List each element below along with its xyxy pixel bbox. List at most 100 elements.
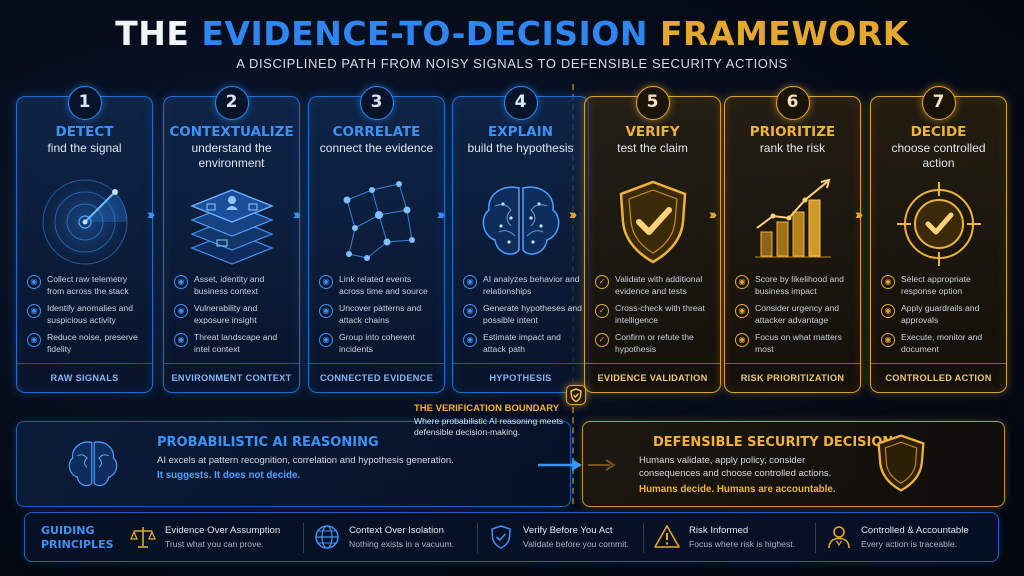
stage-footer: EVIDENCE VALIDATION	[585, 363, 720, 392]
stage-title: EXPLAIN	[488, 124, 553, 140]
bullet-icon: ◉	[319, 333, 333, 347]
bullet-icon: ◉	[463, 304, 477, 318]
bullet-icon: ◉	[735, 275, 749, 289]
principle-context-over-isolation: Context Over Isolation Nothing exists in…	[313, 522, 473, 554]
stage-bullet: ◉Asset, identity and business context	[174, 274, 293, 297]
bullet-icon: ◉	[174, 333, 188, 347]
stage-footer: RAW SIGNALS	[17, 363, 152, 392]
stage-footer: RISK PRIORITIZATION	[725, 363, 860, 392]
stage-title: DECIDE	[910, 124, 967, 140]
page-title: THE EVIDENCE-TO-DECISION FRAMEWORK	[0, 14, 1024, 53]
bullet-icon: ✓	[595, 275, 609, 289]
bullet-icon: ◉	[735, 304, 749, 318]
stage-subtitle: find the signal	[47, 141, 122, 155]
decision-panel-text: Humans validate, apply policy, consider …	[639, 455, 832, 479]
flow-arrow-icon: ›››	[855, 206, 863, 222]
stage-bullet: ◉Apply guardrails and approvals	[881, 303, 1000, 326]
principle-divider	[815, 523, 816, 553]
stage-bullet: ◉AI analyzes behavior and relationships	[463, 274, 582, 297]
stage-subtitle: understand the environment	[191, 141, 272, 170]
stage-number: 2	[214, 86, 249, 120]
stage-bullet: ◉Consider urgency and attacker advantage	[735, 303, 854, 326]
stage-card-explain: 4 EXPLAIN build the hypothesis ◉AI analy…	[452, 86, 589, 393]
shield-icon	[873, 432, 929, 494]
stage-bullet: ✓Validate with additional evidence and t…	[595, 274, 714, 297]
stage-title: PRIORITIZE	[749, 124, 836, 140]
stage-bullet: ✓Cross-check with threat intelligence	[595, 303, 714, 326]
bullet-icon: ◉	[27, 333, 41, 347]
stage-bullet: ✓Confirm or refute the hypothesis	[595, 332, 714, 355]
bar-chart-icon	[743, 170, 843, 270]
stage-bullet: ◉Score by likelihood and business impact	[735, 274, 854, 297]
title-part-2: EVIDENCE-TO-DECISION	[201, 14, 648, 53]
bullet-icon: ✓	[595, 333, 609, 347]
title-part-1: THE	[115, 14, 190, 53]
decision-panel: DEFENSIBLE SECURITY DECISIONS Humans val…	[582, 421, 1005, 507]
shield-check-icon	[487, 523, 515, 551]
stage-title: VERIFY	[625, 124, 680, 140]
stage-subtitle: connect the evidence	[319, 141, 434, 155]
stage-subtitle: rank the risk	[759, 141, 826, 155]
stage-card-contextualize: 2 CONTEXTUALIZE understand the environme…	[163, 86, 300, 393]
ai-panel-emphasis: It suggests. It does not decide.	[157, 470, 301, 481]
stage-subtitle: build the hypothesis	[467, 141, 574, 155]
layers-icon	[182, 170, 282, 270]
bullet-icon: ◉	[319, 304, 333, 318]
decision-panel-title: DEFENSIBLE SECURITY DECISIONS	[653, 435, 903, 450]
brain-icon	[471, 170, 571, 270]
principle-controlled-accountable: Controlled & Accountable Every action is…	[825, 522, 985, 554]
flow-arrow-icon: ›››	[293, 206, 301, 222]
stage-card-verify: 5 VERIFY test the claim ✓Validate with a…	[584, 86, 721, 393]
stage-title: CORRELATE	[332, 124, 421, 140]
bullet-icon: ◉	[174, 304, 188, 318]
principle-divider	[477, 523, 478, 553]
stage-footer: ENVIRONMENT CONTEXT	[164, 363, 299, 392]
stage-footer: CONNECTED EVIDENCE	[309, 363, 444, 392]
person-icon	[825, 523, 853, 551]
stage-bullet: ◉Focus on what matters most	[735, 332, 854, 355]
stage-bullet: ◉Estimate impact and attack path	[463, 332, 582, 355]
bullet-icon: ✓	[595, 304, 609, 318]
bullet-icon: ◉	[881, 333, 895, 347]
bullet-icon: ◉	[881, 275, 895, 289]
target-check-icon	[889, 170, 989, 270]
flow-arrow-icon: ›››	[569, 206, 577, 222]
verification-boundary-badge	[566, 385, 586, 405]
decision-panel-emphasis: Humans decide. Humans are accountable.	[639, 484, 836, 495]
stage-footer: HYPOTHESIS	[453, 363, 588, 392]
stage-card-detect: 1 DETECT find the signal ◉Collect raw te…	[16, 86, 153, 393]
stage-number: 6	[775, 86, 810, 120]
stage-title: DETECT	[55, 124, 114, 140]
stage-title: CONTEXTUALIZE	[169, 124, 294, 140]
stage-card-prioritize: 6 PRIORITIZE rank the risk ◉Score by lik…	[724, 86, 861, 393]
flow-arrow-icon: ›››	[437, 206, 445, 222]
bullet-icon: ◉	[881, 304, 895, 318]
radar-icon	[35, 170, 135, 270]
flow-arrow-icon: ›››	[147, 206, 155, 222]
stage-bullet: ◉Generate hypotheses and possible intent	[463, 303, 582, 326]
stage-bullet: ◉Execute, monitor and document	[881, 332, 1000, 355]
bullet-icon: ◉	[27, 304, 41, 318]
stage-card-correlate: 3 CORRELATE connect the evidence ◉Link r…	[308, 86, 445, 393]
scales-icon	[129, 523, 157, 551]
stage-number: 1	[67, 86, 102, 120]
bullet-icon: ◉	[174, 275, 188, 289]
bullet-icon: ◉	[463, 275, 477, 289]
principle-divider	[303, 523, 304, 553]
boundary-text: Where probabilistic AI reasoning meets d…	[414, 416, 564, 437]
stage-bullet: ◉Identify anomalies and suspicious activ…	[27, 303, 146, 326]
stage-bullet: ◉Select appropriate response option	[881, 274, 1000, 297]
stage-bullet: ◉Threat landscape and intel context	[174, 332, 293, 355]
brain-icon	[63, 434, 123, 494]
stage-number: 5	[635, 86, 670, 120]
title-part-3: FRAMEWORK	[659, 14, 909, 53]
network-icon	[327, 170, 427, 270]
stage-bullet: ◉Collect raw telemetry from across the s…	[27, 274, 146, 297]
stage-footer: CONTROLLED ACTION	[871, 363, 1006, 392]
bullet-icon: ◉	[319, 275, 333, 289]
stage-number: 3	[359, 86, 394, 120]
principle-verify-before-you-act: Verify Before You Act Validate before yo…	[487, 522, 647, 554]
principle-risk-informed: Risk Informed Focus where risk is highes…	[653, 522, 813, 554]
principle-divider	[643, 523, 644, 553]
guiding-principles-bar: GUIDING PRINCIPLES Evidence Over Assumpt…	[24, 512, 999, 562]
